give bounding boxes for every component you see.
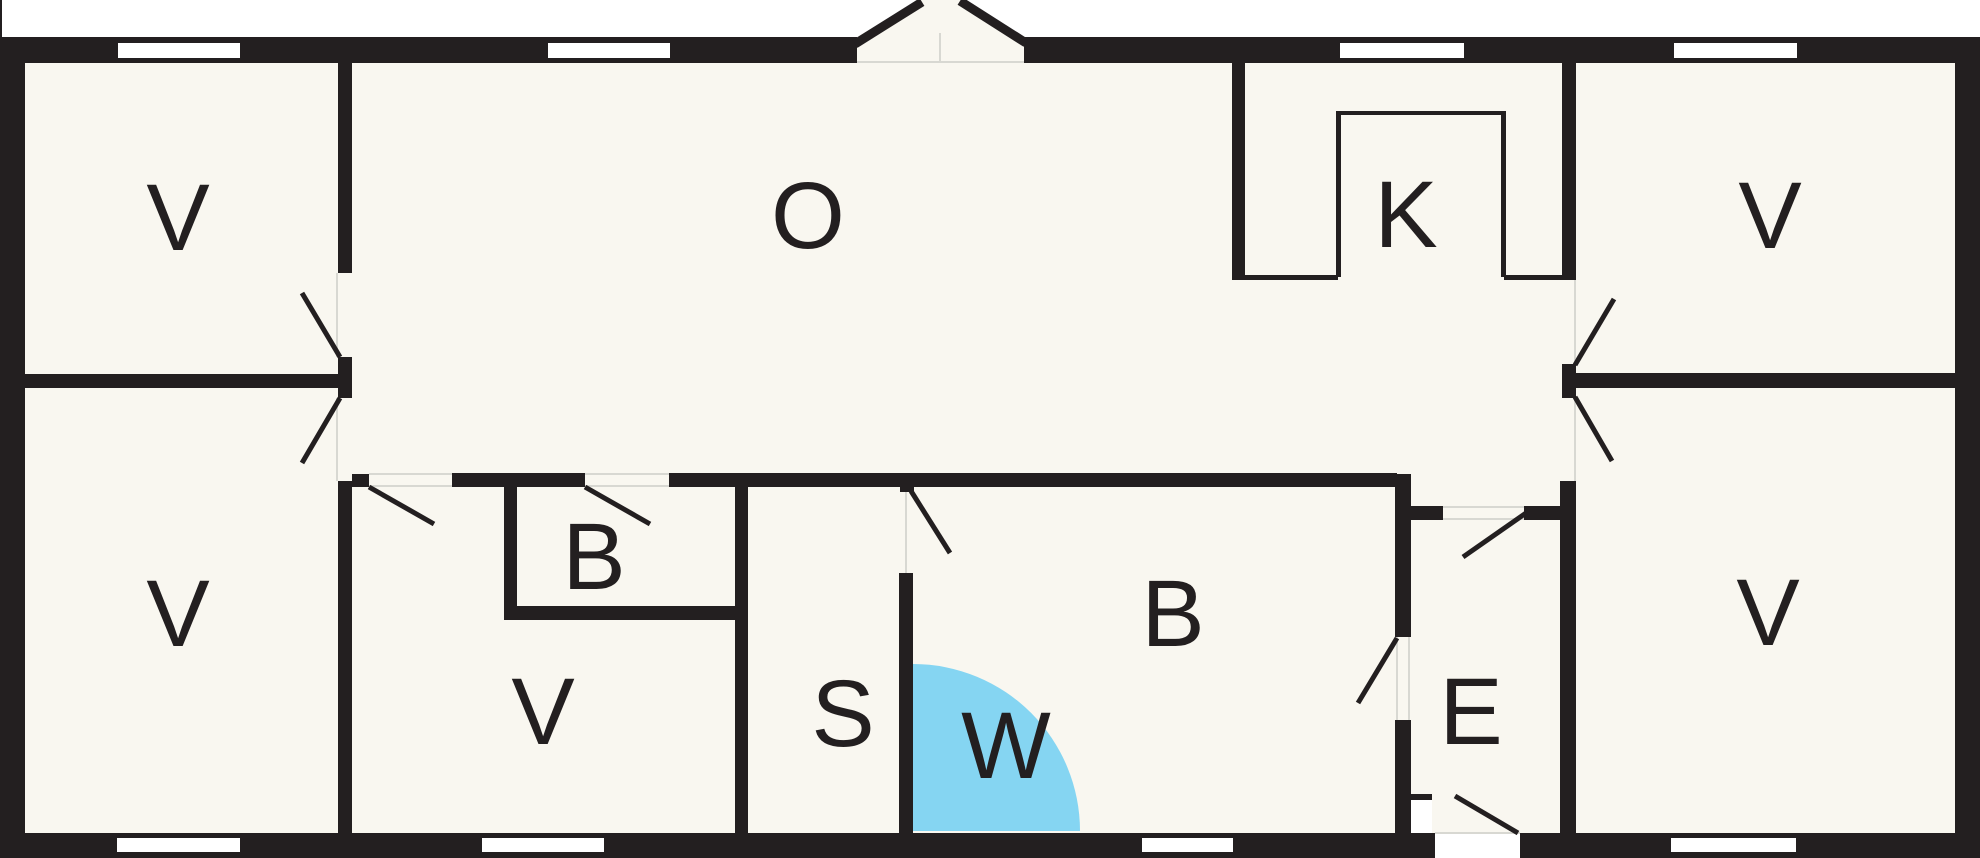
exterior-wall-bottom [0, 833, 1980, 858]
door-entrance-front [1453, 793, 1520, 836]
kitchen-counter-link-right [1504, 275, 1562, 280]
corridor-wall-stub-left [352, 474, 369, 487]
corridor-wall-segment-2 [669, 473, 1397, 487]
wall-between-left-rooms [25, 374, 352, 388]
label-bathroom-main: B [1141, 561, 1204, 667]
door-room-middle [367, 484, 436, 527]
label-kitchen: K [1374, 162, 1437, 268]
door-jamb-left [338, 357, 352, 398]
wall-room-top-left-living [338, 62, 352, 273]
porch-roof-left [852, 0, 925, 48]
bathroom-small-wall-south [504, 606, 748, 620]
door-jamb-right [1562, 364, 1576, 398]
threshold-bath-main-door [1396, 637, 1410, 720]
window-bottom-2 [482, 838, 604, 852]
wall-sauna-whirlpool [899, 573, 913, 833]
entrance-wall-north-left [1411, 506, 1443, 520]
wall-entrance-room-right [1560, 481, 1576, 833]
label-sauna: S [811, 661, 874, 767]
label-room-bottom-right: V [1736, 560, 1799, 666]
window-bottom-4 [1671, 838, 1796, 852]
entrance-wall-north-right [1524, 506, 1560, 520]
window-bottom-1 [117, 838, 240, 852]
entrance-niche-ledge [1411, 794, 1432, 800]
kitchen-counter-link-left [1245, 275, 1338, 280]
plan-edge-mark [0, 0, 2, 37]
window-top-1 [118, 43, 240, 58]
wall-bath-entrance-upper [1395, 474, 1411, 637]
wall-between-right-rooms [1576, 373, 1955, 388]
threshold-porch [857, 33, 1024, 63]
threshold-room-middle-door [369, 473, 452, 487]
label-bathroom-small: B [562, 504, 625, 610]
door-room-bottom-right [1572, 395, 1615, 463]
entrance-side-niche [1411, 800, 1432, 833]
window-top-4 [1674, 43, 1797, 58]
window-top-3 [1340, 43, 1464, 58]
whirlpool-basin [913, 664, 1080, 831]
exterior-wall-left [0, 37, 25, 858]
label-room-middle: V [511, 659, 574, 765]
sauna-door-stub [900, 487, 914, 492]
label-living-room: O [771, 163, 845, 269]
threshold-entrance-door [1443, 506, 1524, 520]
label-room-top-left: V [146, 165, 209, 271]
exterior-wall-right [1955, 37, 1980, 858]
corridor-wall-segment-1 [452, 473, 585, 487]
label-room-bottom-left: V [146, 561, 209, 667]
wall-room-middle-left [338, 481, 352, 833]
label-room-top-right: V [1738, 163, 1801, 269]
kitchen-counter-right [1501, 111, 1506, 277]
door-bathroom-main [1355, 636, 1400, 705]
exterior-wall-top-right [1024, 37, 1980, 63]
door-room-bottom-left [299, 396, 343, 465]
bathroom-small-wall-west [504, 487, 517, 620]
kitchen-counter-top [1336, 111, 1506, 115]
door-room-top-left [299, 291, 343, 359]
wall-middle-sauna [735, 473, 748, 833]
threshold-bathroom-small-door [585, 473, 669, 487]
door-bathroom-small [583, 484, 652, 527]
door-entrance-inner [1461, 510, 1528, 560]
door-sauna [908, 489, 953, 555]
kitchen-counter-left [1336, 111, 1341, 277]
window-top-2 [548, 43, 670, 58]
wall-bath-entrance-lower [1395, 720, 1411, 833]
kitchen-wall-west [1232, 62, 1245, 280]
label-whirlpool: W [961, 693, 1051, 799]
door-room-top-right [1572, 297, 1617, 367]
porch-roof-right [957, 0, 1029, 47]
label-entrance: E [1439, 659, 1502, 765]
entrance-door-opening [1435, 833, 1520, 858]
kitchen-wall-east [1562, 62, 1576, 280]
window-bottom-3 [1142, 838, 1233, 852]
